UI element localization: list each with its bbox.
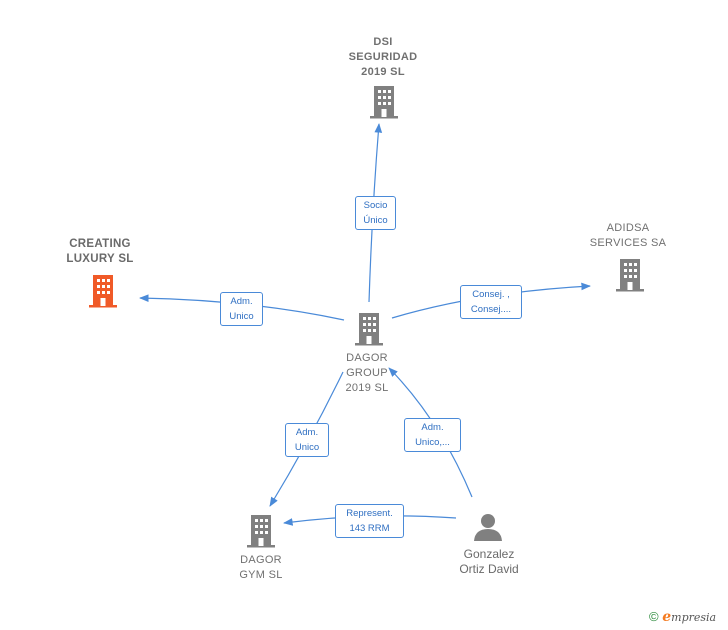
edge-label-consej: Consej. , Consej.... <box>460 285 522 319</box>
brand-logo-initial: e <box>662 609 672 625</box>
dagor-gym-building-icon[interactable] <box>246 514 276 548</box>
creating-luxury-building-icon[interactable] <box>88 274 118 308</box>
edge-label-adm-unico-creating: Adm. Unico <box>220 292 263 326</box>
footer-brand: © empresia <box>649 609 716 625</box>
creating-luxury-label[interactable]: CREATING LUXURY SL <box>66 238 134 265</box>
dsi-label[interactable]: DSI SEGURIDAD 2019 SL <box>348 36 418 78</box>
dsi-building-icon[interactable] <box>369 85 399 119</box>
adidsa-label[interactable]: ADIDSA SERVICES SA <box>589 222 667 249</box>
brand-logo-text: mpresia <box>671 611 717 624</box>
copyright-symbol: © <box>649 609 659 624</box>
gonzalez-label[interactable]: Gonzalez Ortiz David <box>459 547 519 576</box>
adidsa-building-icon[interactable] <box>615 258 645 292</box>
edge-label-socio-unico: Socio Único <box>355 196 396 230</box>
edge-label-represent: Represent. 143 RRM <box>335 504 404 538</box>
dagor-group-building-icon[interactable] <box>354 312 384 346</box>
dagor-gym-label[interactable]: DAGOR GYM SL <box>239 554 283 581</box>
dagor-group-label[interactable]: DAGOR GROUP 2019 SL <box>345 352 389 394</box>
edge-label-adm-unico-multi: Adm. Unico,... <box>404 418 461 452</box>
person-icon[interactable] <box>473 512 503 542</box>
edge-label-adm-unico-gym: Adm. Unico <box>285 423 329 457</box>
